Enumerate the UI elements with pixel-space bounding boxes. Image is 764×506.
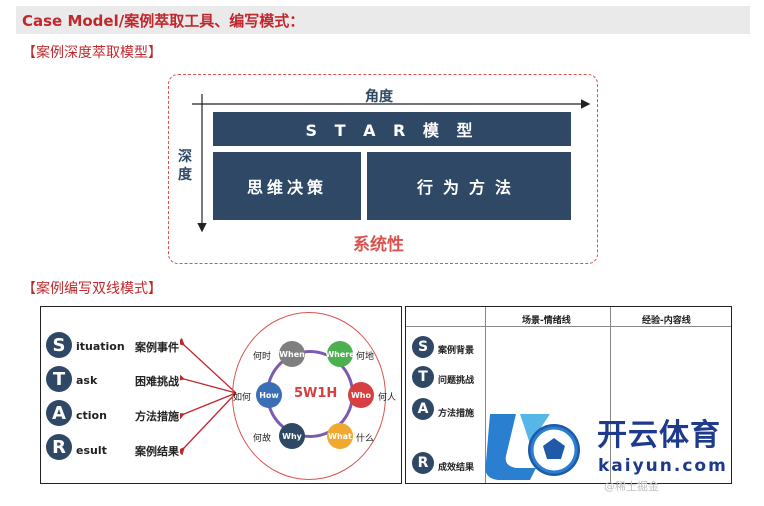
column-divider-1	[485, 307, 486, 483]
why-node: Why	[279, 423, 305, 449]
letter-s-badge: S	[46, 332, 72, 358]
axes-arrows	[192, 94, 591, 233]
why-cn-label: 何故	[253, 434, 272, 444]
letter-t-badge: T	[46, 366, 72, 392]
what-cn-label: 什么	[356, 434, 375, 444]
where-cn-label: 何地	[356, 352, 375, 362]
problem-challenge-text: 问题挑战	[438, 376, 475, 386]
brand-logo-icon	[485, 414, 580, 480]
rp-letter-a-badge: A	[412, 398, 434, 420]
scene-emotion-header: 场景-情绪线	[522, 316, 571, 326]
dual-line-panel	[405, 306, 732, 484]
result-word: esult	[76, 444, 107, 457]
section-title-star-model: 【案例深度萃取模型】	[22, 45, 162, 61]
rp-letter-t-badge: T	[412, 366, 434, 388]
case-result-text: 案例结果	[135, 445, 179, 458]
task-word: ask	[76, 374, 98, 387]
star-model-frame	[168, 74, 598, 264]
case-event-text: 案例事件	[135, 341, 179, 354]
rp-letter-r-badge: R	[412, 452, 434, 474]
how-node: How	[256, 382, 282, 408]
5w1h-center-label: 5W1H	[294, 386, 338, 401]
effect-result-text: 成效结果	[438, 463, 475, 473]
case-background-text: 案例背景	[438, 346, 475, 356]
behavior-method-block: 行为方法	[367, 152, 571, 220]
action-word: ction	[76, 409, 107, 422]
systematic-label: 系统性	[353, 235, 404, 255]
section-title-dual-line: 【案例编写双线模式】	[22, 281, 162, 297]
method-text: 方法措施	[135, 410, 179, 423]
who-node: Who	[348, 382, 374, 408]
arrows-to-wheel	[180, 337, 237, 455]
letter-r-badge: R	[46, 434, 72, 460]
brand-domain: kaiyun.com	[598, 456, 728, 476]
method-measure-text: 方法措施	[438, 409, 475, 419]
when-cn-label: 何时	[253, 352, 272, 362]
how-cn-label: 如何	[233, 393, 252, 403]
star-5w1h-panel	[40, 306, 402, 484]
where-node: Where	[325, 341, 355, 367]
letter-a-badge: A	[46, 400, 72, 426]
brand-name-cn: 开云体育	[597, 418, 721, 453]
wheel-outer-ring	[232, 312, 386, 480]
depth-axis-label: 深度	[178, 149, 192, 183]
column-divider-2	[610, 307, 611, 483]
rp-letter-s-badge: S	[412, 336, 434, 358]
header-band	[16, 6, 750, 34]
thinking-decision-block: 思维决策	[213, 152, 361, 220]
experience-content-header: 经验-内容线	[642, 316, 691, 326]
who-cn-label: 何人	[378, 393, 397, 403]
page-title: Case Model/案例萃取工具、编写模式：	[22, 12, 305, 30]
angle-axis-label: 角度	[365, 89, 393, 105]
platform-watermark: @稀土掘金	[604, 480, 659, 493]
star-model-bar: S T A R 模 型	[213, 112, 571, 146]
what-node: What	[327, 423, 353, 449]
difficulty-text: 困难挑战	[135, 375, 179, 388]
situation-word: ituation	[76, 340, 125, 353]
when-node: When	[279, 341, 305, 367]
header-divider	[406, 326, 731, 327]
